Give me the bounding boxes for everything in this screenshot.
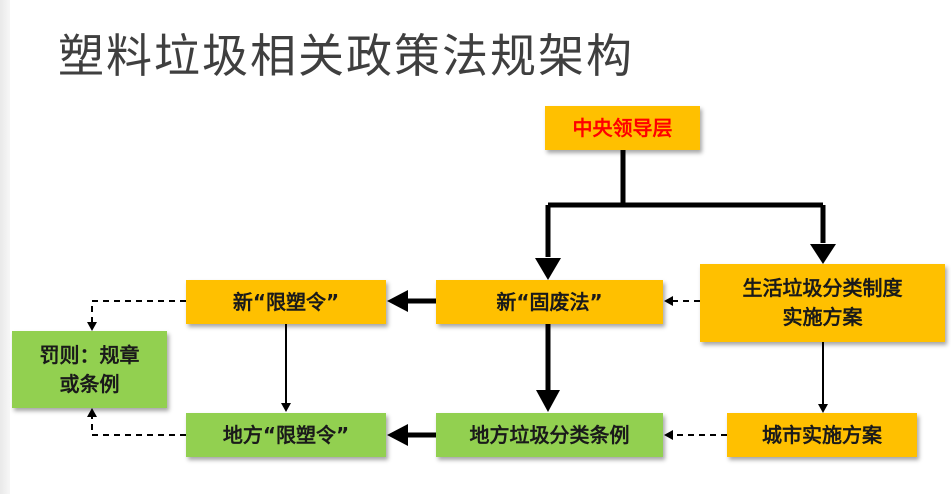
dashed-plastic-limit-to-penalty <box>91 300 186 323</box>
arrowhead-city-plan-to-local-regulation <box>664 430 673 440</box>
dashed-local-plastic-limit-to-penalty <box>91 416 186 436</box>
slide-title: 塑料垃圾相关政策法规架构 <box>58 29 634 83</box>
node-city-implementation-plan: 城市实施方案 <box>727 413 917 457</box>
arrowhead-plastic-limit-to-penalty <box>87 322 97 331</box>
node-local-plastic-limit-order: 地方“限塑令” <box>186 413 386 457</box>
arrowhead-local-plastic-limit-to-penalty <box>87 408 97 417</box>
slide-edge <box>0 0 10 494</box>
arrowhead-central-to-solid-waste-law <box>535 258 561 280</box>
node-local-classification-regulation: 地方垃圾分类条例 <box>436 413 663 457</box>
node-classification-system-plan: 生活垃圾分类制度 实施方案 <box>700 264 945 342</box>
node-penalty-rules: 罚则：规章 或条例 <box>12 331 167 408</box>
arrowhead-plastic-limit-to-local-plastic-limit <box>281 403 291 412</box>
node-new-plastic-limit-order: 新“限塑令” <box>186 280 386 324</box>
node-new-solid-waste-law: 新“固废法” <box>436 280 663 324</box>
arrowhead-local-regulation-to-local-plastic-limit <box>387 424 408 446</box>
arrowhead-central-to-classification-system <box>810 244 836 264</box>
arrowhead-solid-waste-law-to-plastic-limit <box>387 290 408 312</box>
arrowhead-solid-waste-law-to-local-regulation <box>536 390 560 412</box>
arrowhead-classification-system-to-solid-waste-law <box>664 296 673 306</box>
node-central-leadership: 中央领导层 <box>545 106 700 150</box>
arrowhead-classification-system-to-city-plan <box>818 404 828 413</box>
